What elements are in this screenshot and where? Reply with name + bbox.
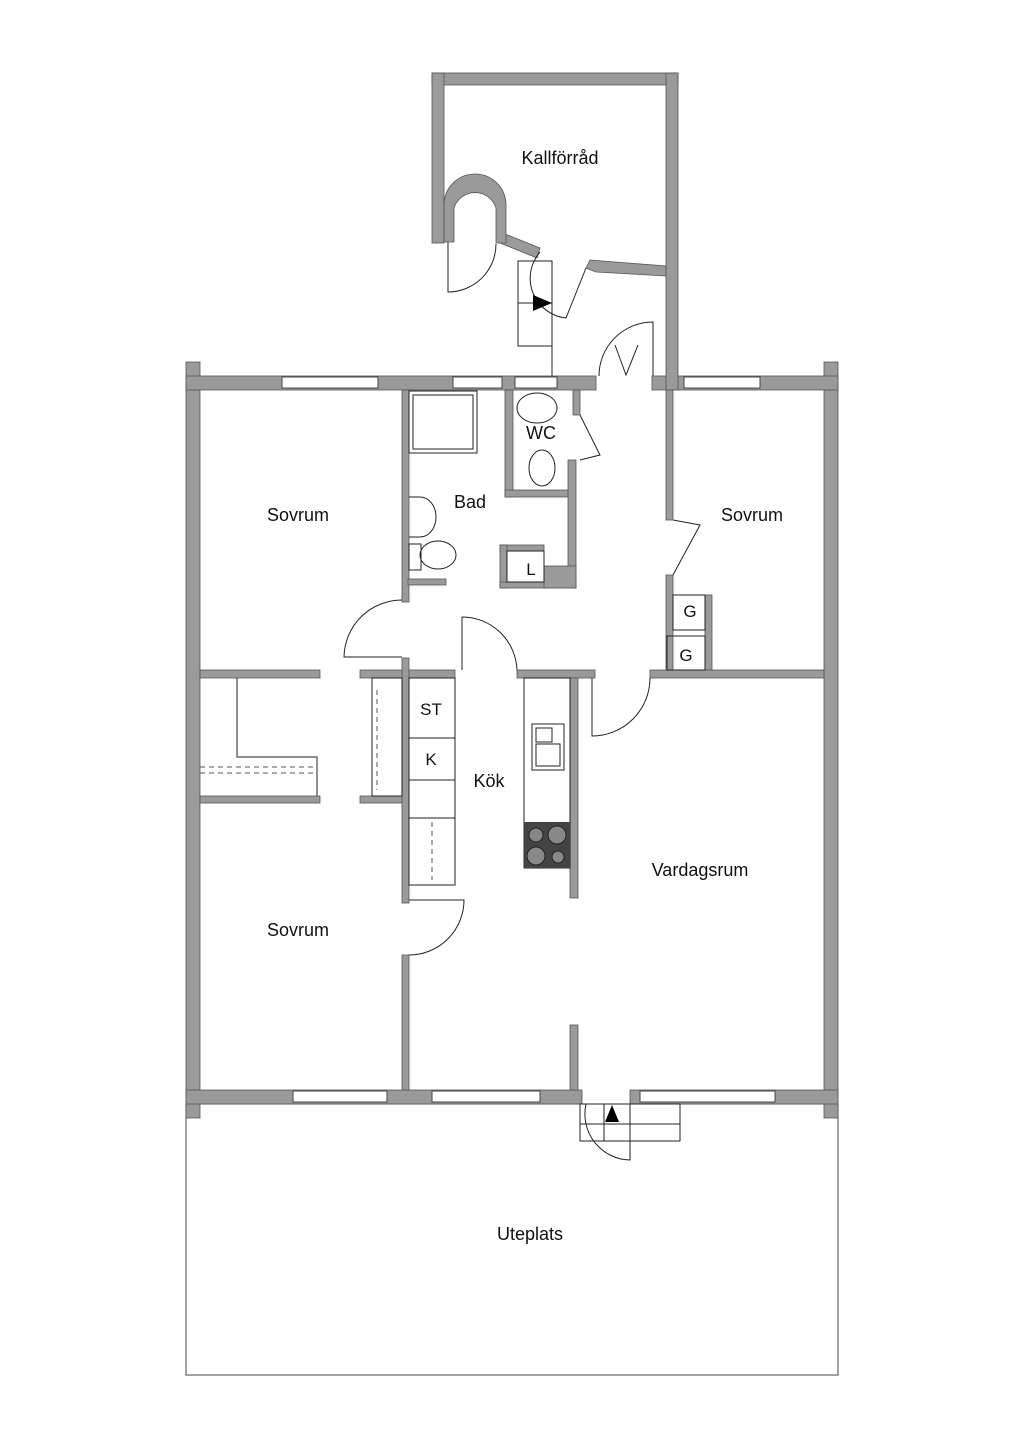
wc-sink — [516, 392, 558, 424]
walls — [185, 72, 839, 1119]
room-label-vardagsrum: Vardagsrum — [652, 860, 749, 880]
room-label-kok: Kök — [473, 771, 505, 791]
room-labels: Kallförråd WC Bad Sovrum Sovrum Sovrum K… — [267, 148, 783, 1244]
shower — [408, 390, 478, 454]
wc-toilet — [528, 449, 556, 487]
fixture-label-k: K — [425, 750, 437, 769]
room-label-uteplats: Uteplats — [497, 1224, 563, 1244]
arrow-up-icon — [605, 1105, 619, 1122]
bad-toilet — [419, 540, 457, 570]
room-label-bad: Bad — [454, 492, 486, 512]
bad-sink — [409, 496, 437, 538]
windows — [281, 376, 776, 1103]
room-label-kallforrad: Kallförråd — [521, 148, 598, 168]
fixture-label-g2: G — [679, 646, 692, 665]
room-label-sovrum-nw: Sovrum — [267, 505, 329, 525]
fixture-label-st: ST — [420, 700, 442, 719]
fixture-label-g1: G — [683, 602, 696, 621]
fixtures — [200, 390, 706, 886]
room-label-sovrum-sw: Sovrum — [267, 920, 329, 940]
fixture-label-l: L — [526, 560, 535, 579]
doors — [343, 242, 701, 1161]
kitchen-sink — [531, 723, 565, 771]
room-label-wc: WC — [526, 423, 556, 443]
room-label-sovrum-ne: Sovrum — [721, 505, 783, 525]
arrow-right-icon — [533, 295, 552, 311]
stairs — [517, 260, 681, 1142]
